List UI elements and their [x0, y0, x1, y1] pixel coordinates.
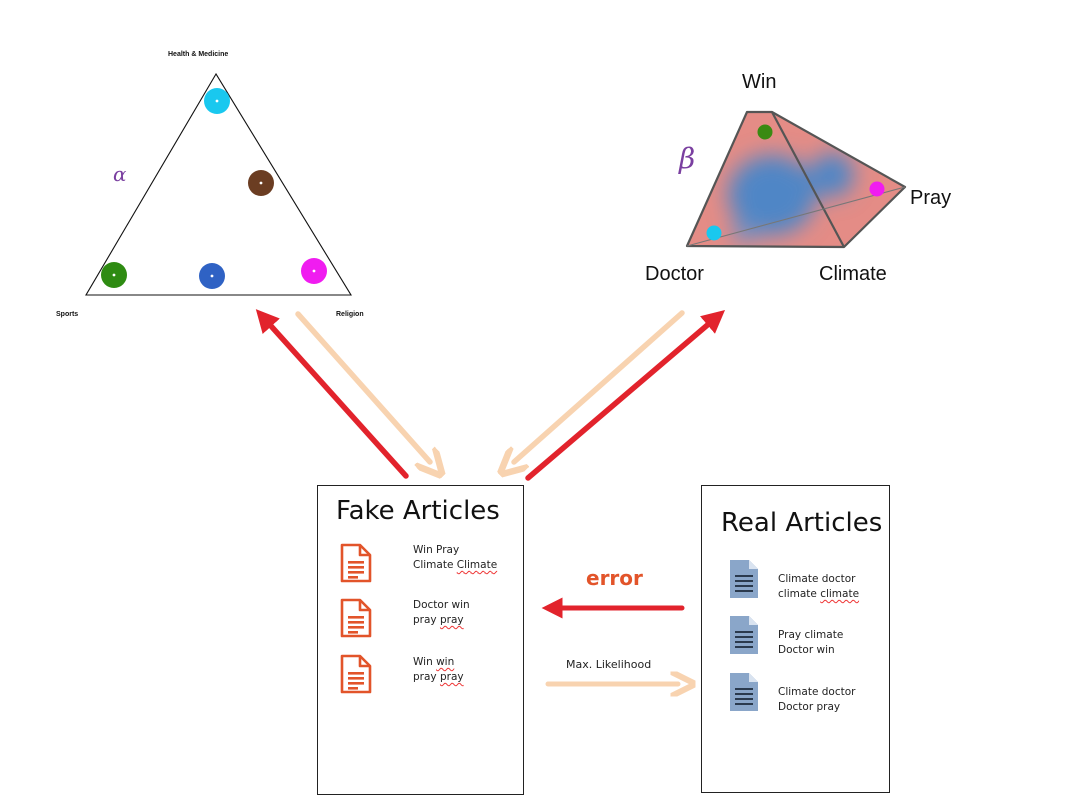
- alpha-dot-cyan-center: [215, 99, 219, 103]
- peach-arrow-from-alpha: [295, 311, 430, 462]
- real-doc-line: Doctor win: [778, 644, 835, 656]
- beta-vertex-doctor-label: Doctor: [645, 263, 704, 285]
- fake-doc-line: pray pray: [413, 614, 464, 626]
- real-articles-panel: Real Articles Climate doctor climate cli…: [701, 485, 890, 793]
- alpha-simplex: [85, 72, 352, 296]
- real-doc-line: Doctor pray: [778, 701, 841, 713]
- max-likelihood-label: Max. Likelihood: [566, 658, 652, 671]
- real-articles-title: Real Articles: [721, 508, 883, 538]
- real-doc-icon: [730, 616, 758, 654]
- alpha-vertex-left-label: Sports: [56, 311, 79, 318]
- fake-doc-line: Win win: [413, 656, 455, 668]
- alpha-vertex-right-label: Religion: [336, 311, 364, 318]
- fake-doc-line: Win Pray: [413, 544, 460, 556]
- real-doc-icon: [730, 560, 758, 598]
- alpha-dot-brown-center: [259, 181, 263, 185]
- beta-edge-back: [686, 186, 906, 247]
- real-doc-icon: [730, 673, 758, 711]
- fake-doc-line: Climate Climate: [413, 559, 498, 571]
- fake-doc-text: Win win pray pray: [413, 655, 464, 685]
- red-arrow-to-beta: [525, 310, 726, 481]
- real-doc-text: Climate doctor climate climate: [778, 572, 859, 602]
- alpha-dot-magenta-center: [312, 269, 316, 273]
- beta-vertex-win-label: Win: [742, 71, 777, 93]
- fake-doc-icon: [340, 543, 372, 583]
- alpha-dots: [101, 88, 327, 289]
- beta-dot-green: [757, 124, 773, 140]
- beta-vertex-climate-label: Climate: [819, 263, 887, 285]
- alpha-vertex-top-label: Health & Medicine: [168, 51, 229, 58]
- fake-doc-text: Win Pray Climate Climate: [413, 543, 497, 573]
- real-doc-line: Pray climate: [778, 629, 844, 641]
- beta-vertex-pray-label: Pray: [910, 187, 952, 209]
- fake-doc-icon: [340, 654, 372, 694]
- beta-tetra-outline: [685, 110, 907, 249]
- beta-dots: [706, 124, 885, 241]
- real-doc-line: Climate doctor: [778, 573, 856, 585]
- beta-simplex: [685, 110, 907, 249]
- beta-dot-cyan: [706, 225, 722, 241]
- beta-symbol: β: [679, 142, 696, 175]
- fake-doc-line: pray pray: [413, 671, 464, 683]
- fake-doc-line: Doctor win: [413, 599, 470, 611]
- real-doc-line: Climate doctor: [778, 686, 856, 698]
- fake-articles-title: Fake Articles: [336, 496, 500, 526]
- fake-doc-icon: [340, 598, 372, 638]
- alpha-dot-blue-center: [210, 274, 214, 278]
- alpha-triangle: [85, 72, 352, 296]
- real-doc-text: Climate doctor Doctor pray: [778, 685, 855, 715]
- red-arrow-to-alpha: [255, 309, 409, 479]
- fake-articles-panel: Fake Articles Win Pray Climate Climate D…: [317, 485, 524, 795]
- beta-edge-front: [771, 111, 845, 248]
- real-doc-line: climate climate: [778, 588, 860, 600]
- alpha-dot-green-center: [112, 273, 116, 277]
- peach-arrow-from-beta: [514, 310, 685, 462]
- fake-doc-text: Doctor win pray pray: [413, 598, 470, 628]
- alpha-symbol: α: [113, 162, 127, 186]
- error-label: error: [586, 566, 643, 590]
- beta-dot-magenta: [869, 181, 885, 197]
- real-doc-text: Pray climate Doctor win: [778, 628, 843, 658]
